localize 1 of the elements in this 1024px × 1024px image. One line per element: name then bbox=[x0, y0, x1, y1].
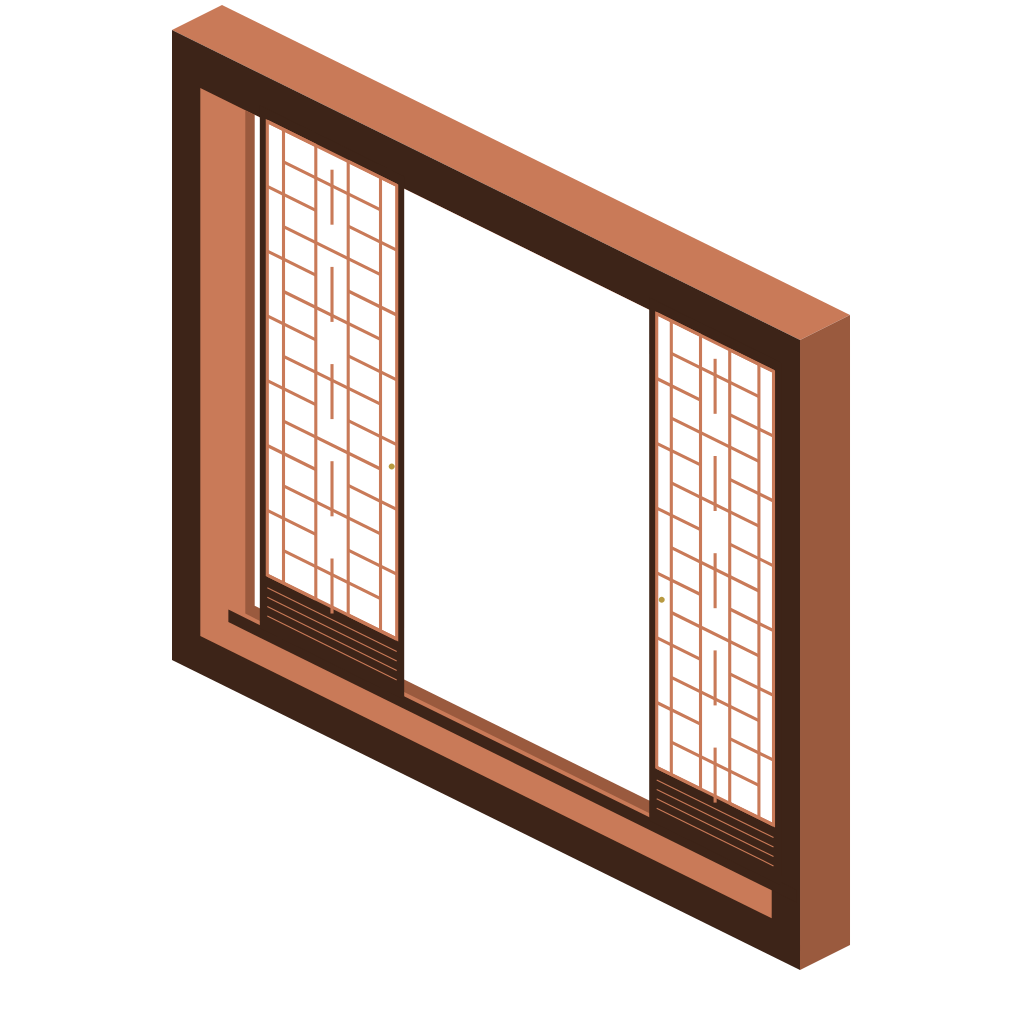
window-drawing bbox=[172, 5, 850, 970]
